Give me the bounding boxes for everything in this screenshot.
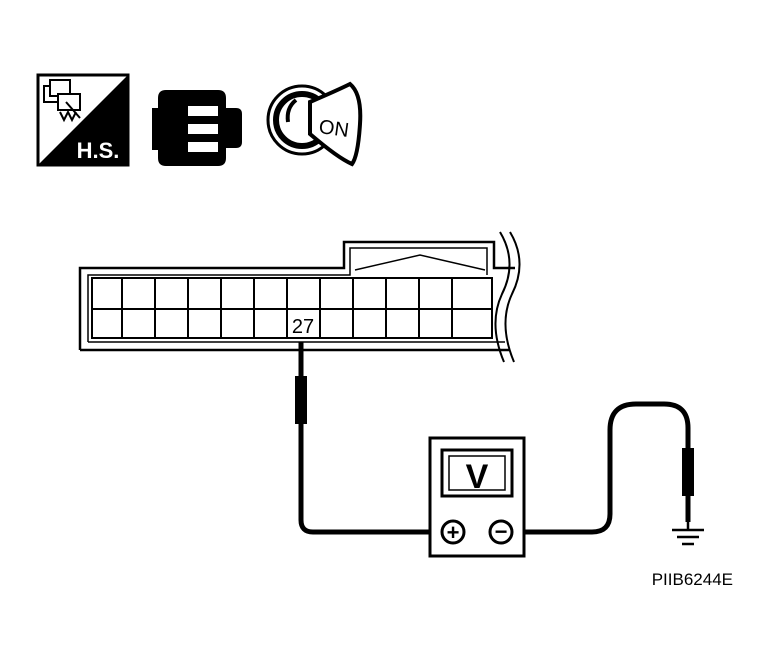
voltmeter: V + −: [428, 436, 526, 558]
positive-terminal-icon: [440, 519, 466, 545]
figure-code: PIIB6244E: [652, 570, 733, 589]
ignition-on-label: ON: [317, 116, 350, 142]
ground-probe-lead: [522, 401, 694, 535]
connector-plug-icon: [152, 90, 242, 166]
ignition-key-icon: ON: [266, 81, 363, 167]
negative-terminal-symbol: −: [495, 519, 508, 544]
negative-terminal-icon: [488, 519, 514, 545]
positive-terminal-symbol: +: [447, 520, 460, 545]
ground-symbol-icon: [672, 522, 704, 546]
connector-body: [78, 231, 521, 363]
harness-connector-sketch-icon: [43, 79, 81, 123]
harness-service-label: H.S.: [77, 138, 120, 163]
harness-service-icon: H.S.: [36, 73, 130, 167]
terminal-number-label: 27: [292, 316, 314, 338]
terminal-grid: [91, 277, 493, 339]
voltmeter-unit-label: V: [466, 458, 489, 496]
positive-probe-lead: [295, 342, 432, 535]
